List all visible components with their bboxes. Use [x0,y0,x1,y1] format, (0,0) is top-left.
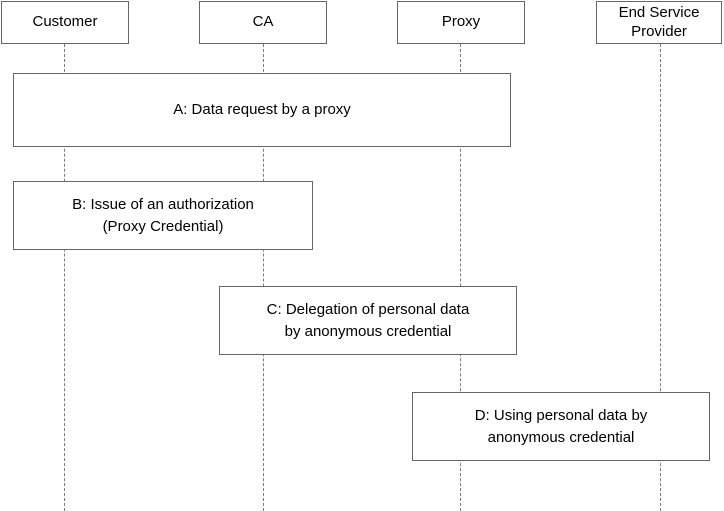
message-box-a-label: A: Data request by a proxy [173,101,351,119]
message-box-d-label: D: Using personal data by anonymous cred… [474,406,648,446]
lifeline-end-service-provider [660,44,661,511]
actor-ca-label: CA [252,13,274,31]
lifeline-proxy [460,44,461,511]
lifeline-ca [263,44,264,511]
message-box-c-label: C: Delegation of personal data by anonym… [266,300,470,340]
actor-proxy-label: Proxy [441,13,481,31]
actor-end-service-provider[interactable]: End Service Provider [596,1,722,44]
actor-proxy[interactable]: Proxy [397,1,525,44]
actor-ca[interactable]: CA [199,1,327,44]
message-box-b-label: B: Issue of an authorization (Proxy Cred… [72,195,254,235]
message-box-d[interactable]: D: Using personal data by anonymous cred… [412,392,710,461]
lifeline-customer [64,44,65,511]
actor-customer[interactable]: Customer [1,1,129,44]
message-box-b[interactable]: B: Issue of an authorization (Proxy Cred… [13,181,313,250]
message-box-a[interactable]: A: Data request by a proxy [13,73,511,147]
actor-customer-label: Customer [32,13,98,31]
actor-end-service-provider-label: End Service Provider [618,3,700,40]
message-box-c[interactable]: C: Delegation of personal data by anonym… [219,286,517,355]
